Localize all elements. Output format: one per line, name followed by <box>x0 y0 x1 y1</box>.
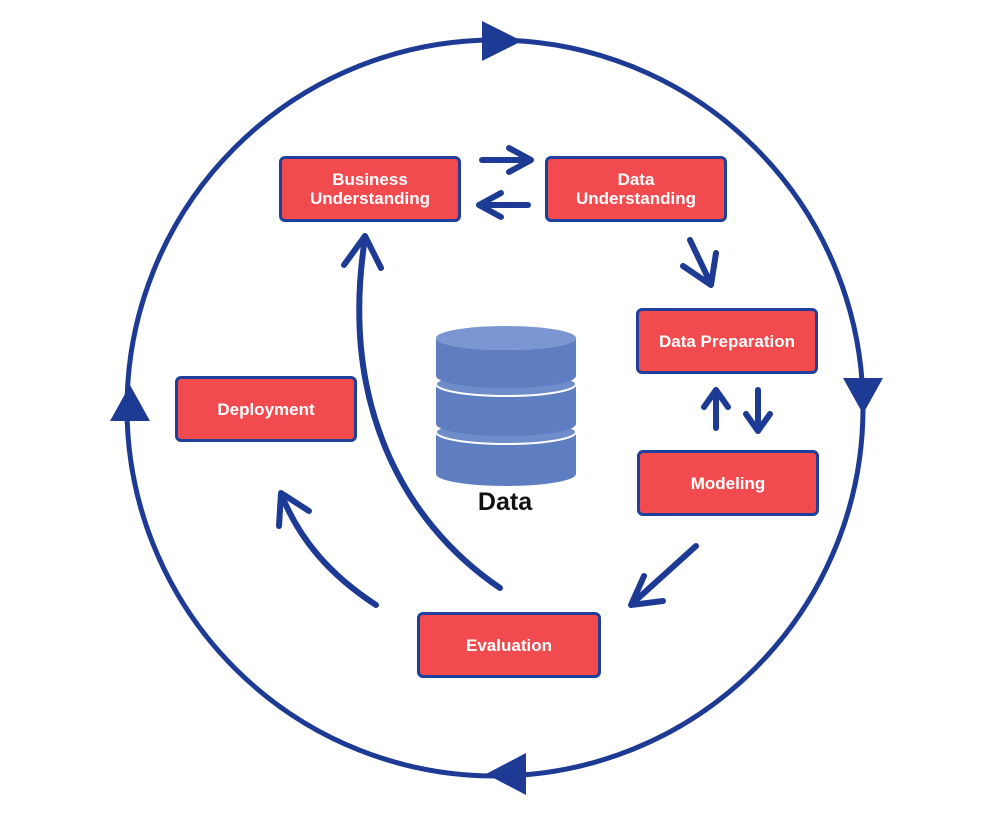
stage-label: Modeling <box>690 473 766 493</box>
stage-label-line: Understanding <box>310 189 430 208</box>
stage-data-understanding: Data Understanding <box>545 156 727 222</box>
arrow-data-preparation-to-modeling <box>743 387 773 434</box>
database-icon <box>435 326 577 486</box>
stage-business-understanding: Business Understanding <box>279 156 461 222</box>
database-label: Data <box>477 488 533 516</box>
stage-label-line: Understanding <box>576 189 696 208</box>
outer-arrowhead-bottom <box>486 753 526 795</box>
arrow-data-understanding-to-data-preparation <box>680 237 719 288</box>
arrow-modeling-to-data-preparation <box>701 387 731 431</box>
arrow-evaluation-to-business <box>341 233 503 591</box>
stage-label: Deployment <box>217 399 315 419</box>
stage-evaluation: Evaluation <box>417 612 601 678</box>
stage-label-line: Data <box>617 170 655 189</box>
arrow-data-understanding-to-business <box>476 190 531 220</box>
stage-label: Data Preparation <box>658 331 796 351</box>
arrow-evaluation-to-deployment <box>276 490 379 608</box>
outer-arrowhead-right <box>843 378 883 414</box>
outer-arrowhead-left <box>110 385 150 421</box>
stage-label-line: Business <box>332 170 408 189</box>
stage-modeling: Modeling <box>637 450 819 516</box>
stage-deployment: Deployment <box>175 376 357 442</box>
arrow-modeling-to-evaluation <box>628 543 699 608</box>
stage-label: Evaluation <box>466 635 552 655</box>
stage-data-preparation: Data Preparation <box>636 308 818 374</box>
outer-arrowhead-top <box>482 21 522 61</box>
arrow-business-to-data-understanding <box>479 145 534 175</box>
